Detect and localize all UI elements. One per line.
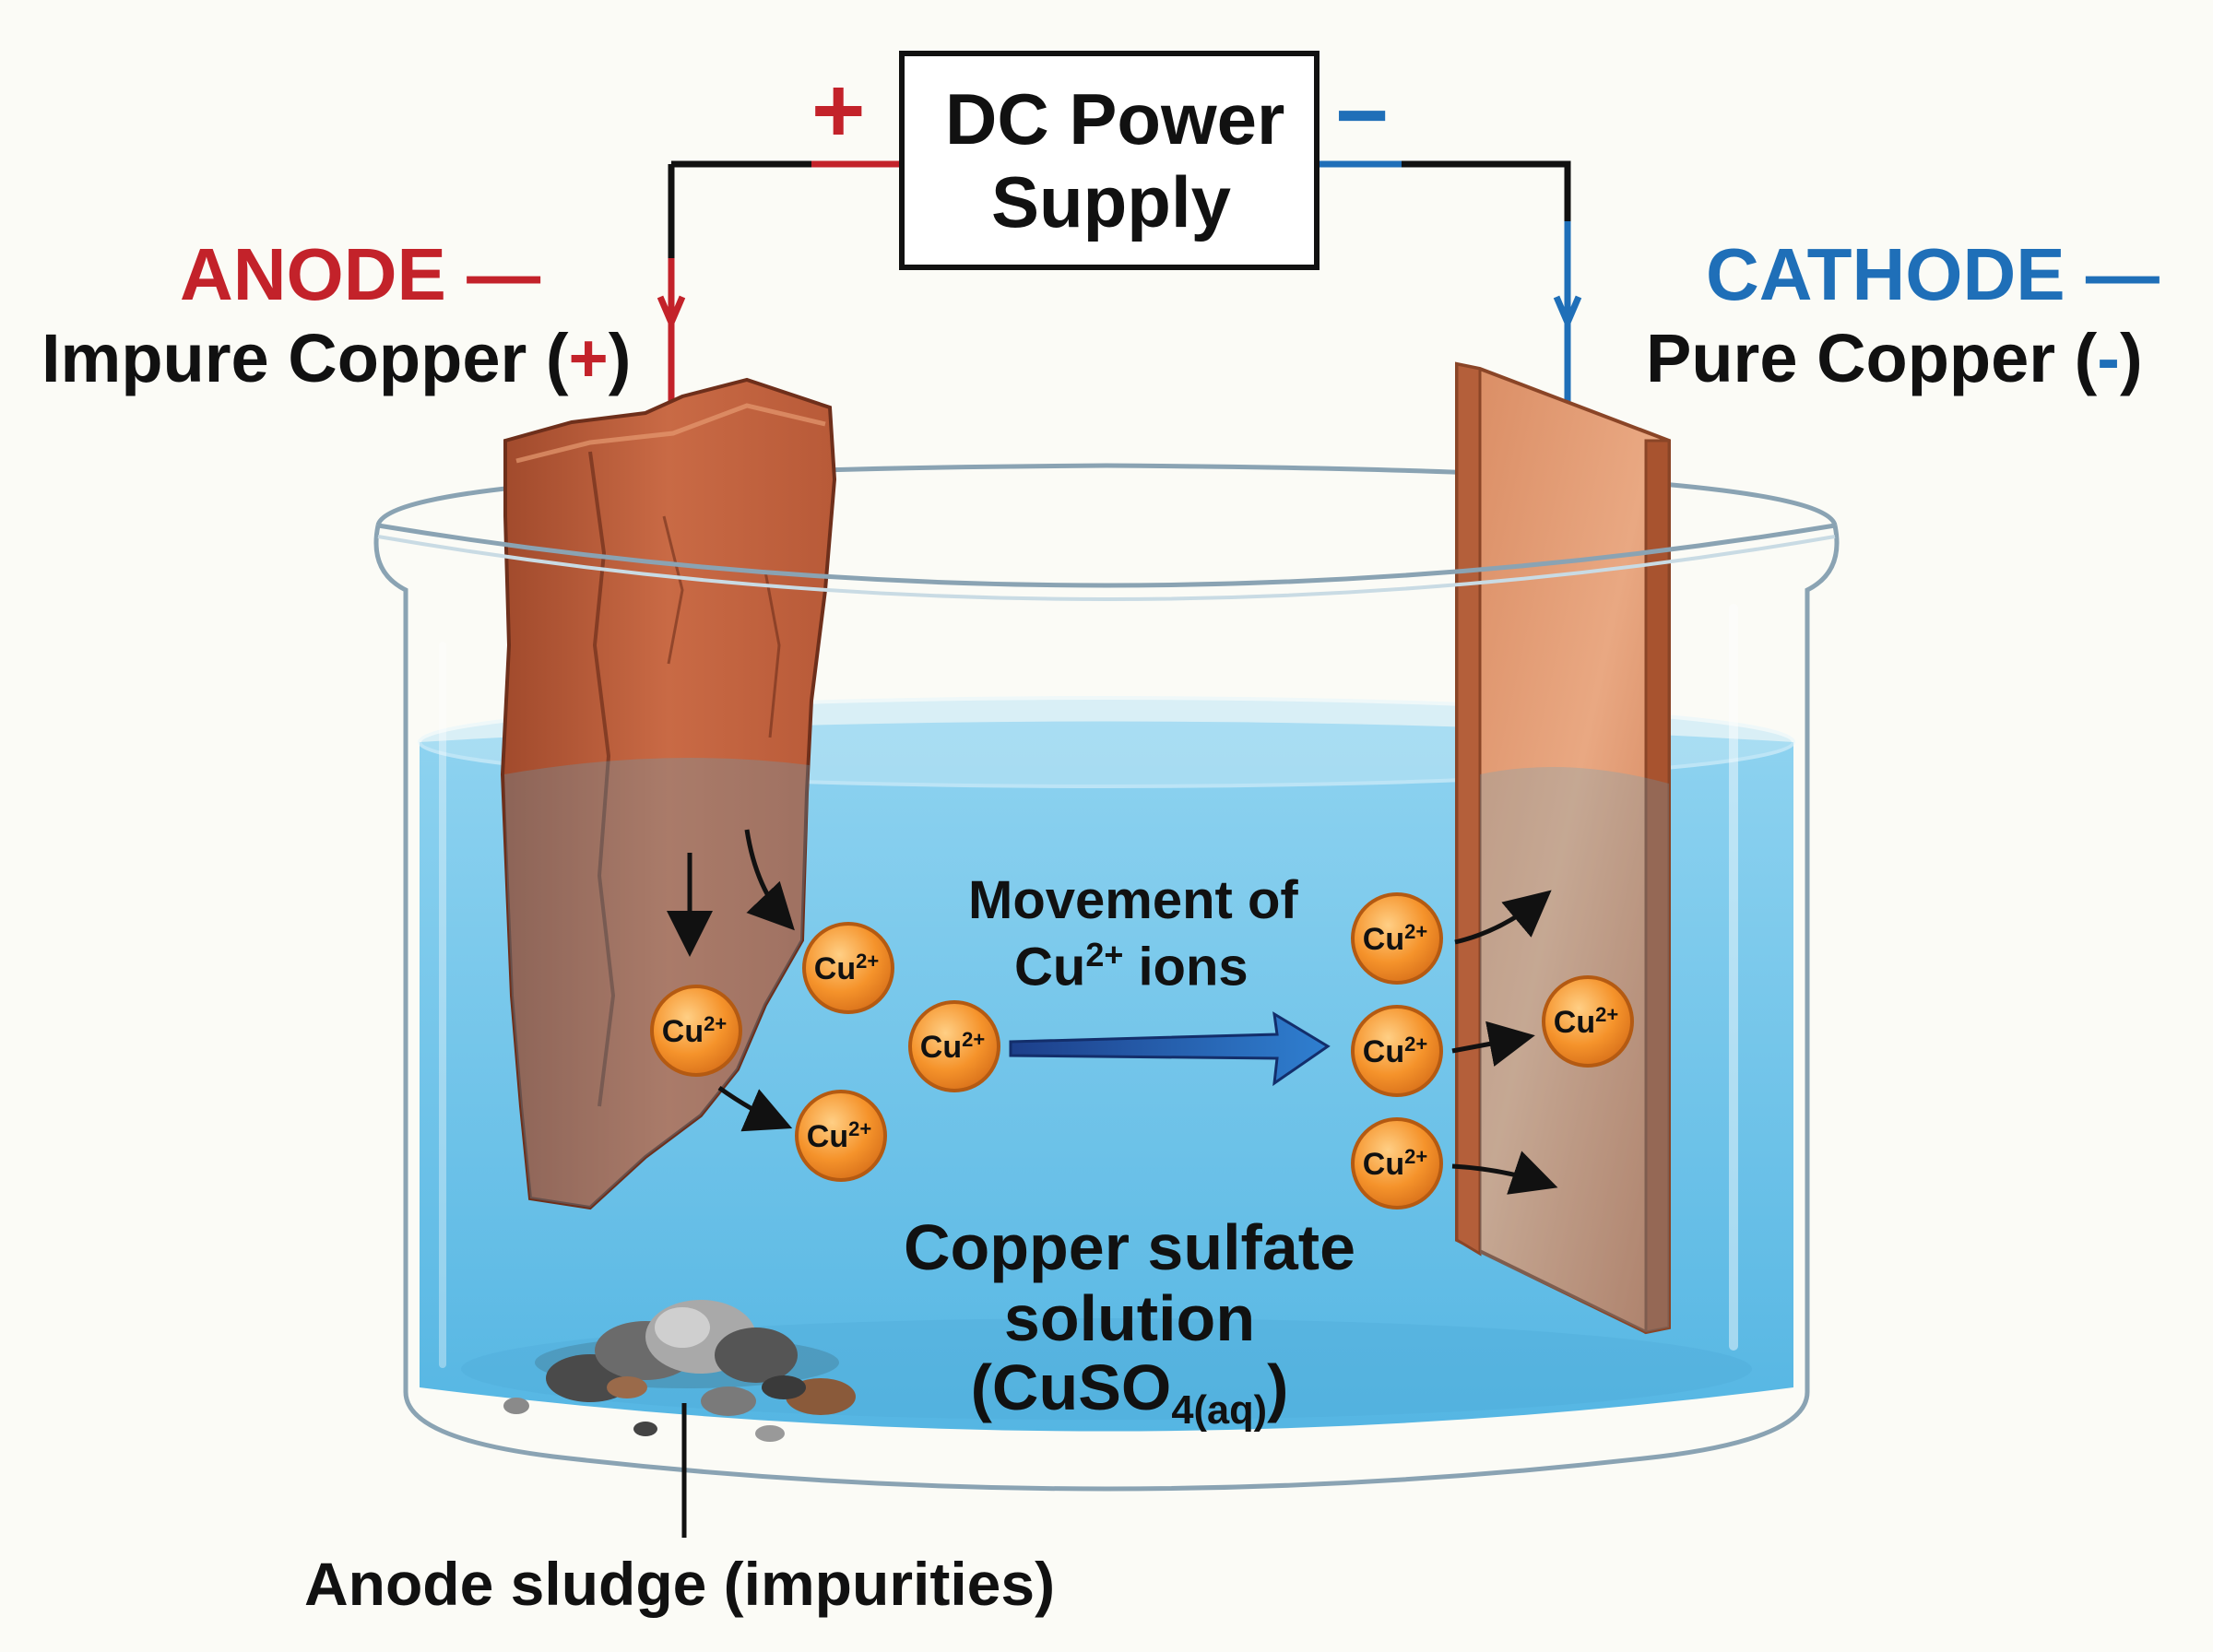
solution-formula-subscript: 4(aq) <box>1171 1388 1268 1433</box>
movement-label-line2: Cu2+ ions <box>1014 938 1249 994</box>
cu-ion-label: Cu2+ <box>1554 1003 1618 1040</box>
power-supply-line1: DC Power <box>945 78 1285 159</box>
positive-terminal-sign: + <box>811 59 866 162</box>
beaker <box>373 523 1840 1492</box>
movement-ion-base: Cu <box>1014 937 1086 997</box>
cathode-subtitle-suffix: ) <box>2119 320 2143 396</box>
anode-subtitle: Impure Copper (+) <box>41 324 631 393</box>
cu-ion-label: Cu2+ <box>1363 1145 1427 1182</box>
cu-ion: Cu2+ <box>1351 1117 1443 1210</box>
cu-ion-label: Cu2+ <box>1363 1032 1427 1069</box>
cathode-subtitle-prefix: Pure Copper ( <box>1646 320 2098 396</box>
anode-impure-copper <box>500 377 837 1210</box>
anode-subtitle-sign: + <box>568 320 609 396</box>
power-supply-box <box>899 51 1320 270</box>
cu-ion: Cu2+ <box>802 922 894 1014</box>
cathode-subtitle: Pure Copper (-) <box>1646 324 2143 393</box>
solution-formula: (CuSO4(aq)) <box>899 1355 1360 1431</box>
anode-sludge-pile <box>503 1300 856 1538</box>
cu-ion-sphere <box>802 922 894 1014</box>
cu-ion-sphere <box>1542 975 1634 1068</box>
solution-label-line2: solution <box>1003 1282 1256 1354</box>
cu-ion-label: Cu2+ <box>920 1028 985 1065</box>
solution-label-line1: Copper sulfate <box>903 1211 1356 1283</box>
cu-ion-label: Cu2+ <box>662 1012 727 1049</box>
cu-ion: Cu2+ <box>1351 1005 1443 1097</box>
cathode-subtitle-sign: - <box>2097 320 2120 396</box>
cathode-title: CATHODE — <box>1706 233 2160 315</box>
cu-ion: Cu2+ <box>1351 892 1443 985</box>
solution-formula-base: (CuSO <box>970 1351 1172 1423</box>
movement-ion-charge: 2+ <box>1085 936 1124 974</box>
cu-ion-sphere <box>650 985 742 1077</box>
ion-migration-arrow <box>1009 1011 1331 1087</box>
cu-ion-label: Cu2+ <box>814 950 879 986</box>
power-supply-line2: Supply <box>990 161 1231 242</box>
ion-motion-arrows <box>667 829 1558 1195</box>
anode-subtitle-suffix: ) <box>608 320 632 396</box>
cu-ion-sphere <box>795 1090 887 1182</box>
negative-terminal-sign: − <box>1335 64 1390 167</box>
cu-ion-sphere <box>908 1000 1000 1092</box>
copper-ions: Cu2+ Cu2+ Cu2+ Cu2+ Cu2+ Cu2+ Cu2+ Cu2+ <box>650 892 1634 1210</box>
cu-ion: Cu2+ <box>908 1000 1000 1092</box>
cathode-pure-copper <box>1455 361 1671 1335</box>
movement-label-line1: Movement of <box>968 870 1298 930</box>
sludge-label: Anode sludge (impurities) <box>304 1550 1056 1618</box>
anode-title: ANODE — <box>180 233 541 315</box>
cu-ion: Cu2+ <box>1542 975 1634 1068</box>
cu-ion-sphere <box>1351 1117 1443 1210</box>
cu-ion-sphere <box>1351 1005 1443 1097</box>
circuit-wires <box>657 160 1582 424</box>
cu-ion: Cu2+ <box>795 1090 887 1182</box>
cu-ion-label: Cu2+ <box>1363 920 1427 957</box>
cu-ion-label: Cu2+ <box>807 1117 871 1154</box>
movement-ion-rest: ions <box>1123 937 1249 997</box>
cu-ion: Cu2+ <box>650 985 742 1077</box>
anode-subtitle-prefix: Impure Copper ( <box>41 320 569 396</box>
solution-formula-end: ) <box>1267 1351 1289 1423</box>
cu-ion-sphere <box>1351 892 1443 985</box>
